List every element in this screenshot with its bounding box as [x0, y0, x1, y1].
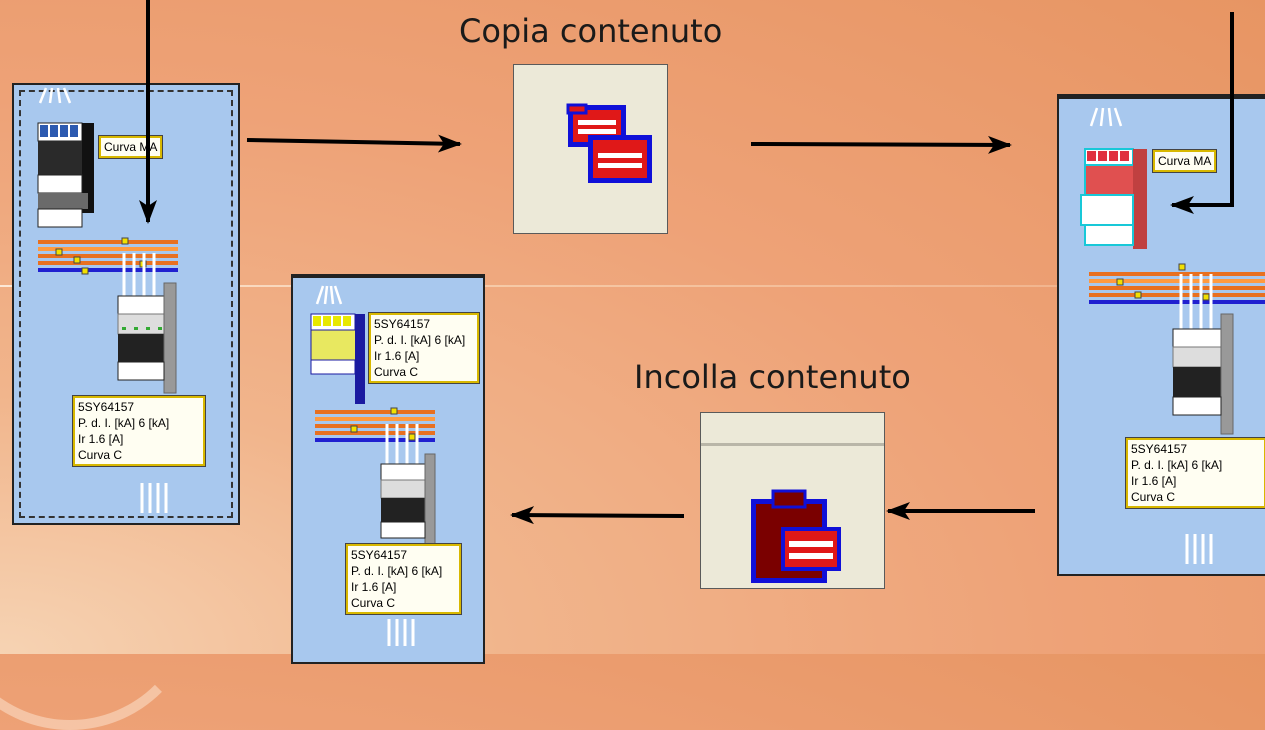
paste-title: Incolla contenuto	[634, 358, 911, 396]
result-bottom-info-label: 5SY64157 P. d. I. [kA] 6 [kA] Ir 1.6 [A]…	[345, 543, 462, 615]
breaker-code: 5SY64157	[78, 400, 135, 414]
paste-button-bar	[701, 443, 884, 446]
paste-icon	[747, 487, 847, 587]
arrow-from-paste	[510, 506, 685, 525]
curve-type: Curva C	[1131, 490, 1176, 504]
arrow-down-target	[1170, 12, 1234, 214]
background-line	[0, 285, 1265, 287]
curve-type: Curva C	[351, 596, 396, 610]
breaker-code: 5SY64157	[1131, 442, 1188, 456]
curve-type: Curva C	[78, 448, 123, 462]
breaker-code: 5SY64157	[351, 548, 408, 562]
breaking-capacity: P. d. I. [kA] 6 [kA]	[374, 333, 466, 347]
source-info-label: 5SY64157 P. d. I. [kA] 6 [kA] Ir 1.6 [A]…	[72, 395, 206, 467]
breaking-capacity: P. d. I. [kA] 6 [kA]	[351, 564, 443, 578]
target-info-label: 5SY64157 P. d. I. [kA] 6 [kA] Ir 1.6 [A]…	[1125, 437, 1265, 509]
breaker-code: 5SY64157	[374, 317, 431, 331]
rated-current: Ir 1.6 [A]	[78, 432, 124, 446]
copy-button[interactable]	[513, 64, 668, 234]
copy-title: Copia contenuto	[459, 12, 723, 50]
rated-current: Ir 1.6 [A]	[351, 580, 397, 594]
breaking-capacity: P. d. I. [kA] 6 [kA]	[78, 416, 170, 430]
rated-current: Ir 1.6 [A]	[1131, 474, 1177, 488]
arrow-to-copy	[246, 134, 462, 153]
flow-arrows	[139, 0, 1234, 525]
copy-icon	[564, 101, 654, 191]
paste-button[interactable]	[700, 412, 885, 589]
result-top-info-label: 5SY64157 P. d. I. [kA] 6 [kA] Ir 1.6 [A]…	[368, 312, 480, 384]
arrow-from-copy	[750, 135, 1012, 154]
breaking-capacity: P. d. I. [kA] 6 [kA]	[1131, 458, 1223, 472]
rated-current: Ir 1.6 [A]	[374, 349, 420, 363]
curve-type: Curva C	[374, 365, 419, 379]
target-curve-label: Curva MA	[1151, 149, 1218, 173]
